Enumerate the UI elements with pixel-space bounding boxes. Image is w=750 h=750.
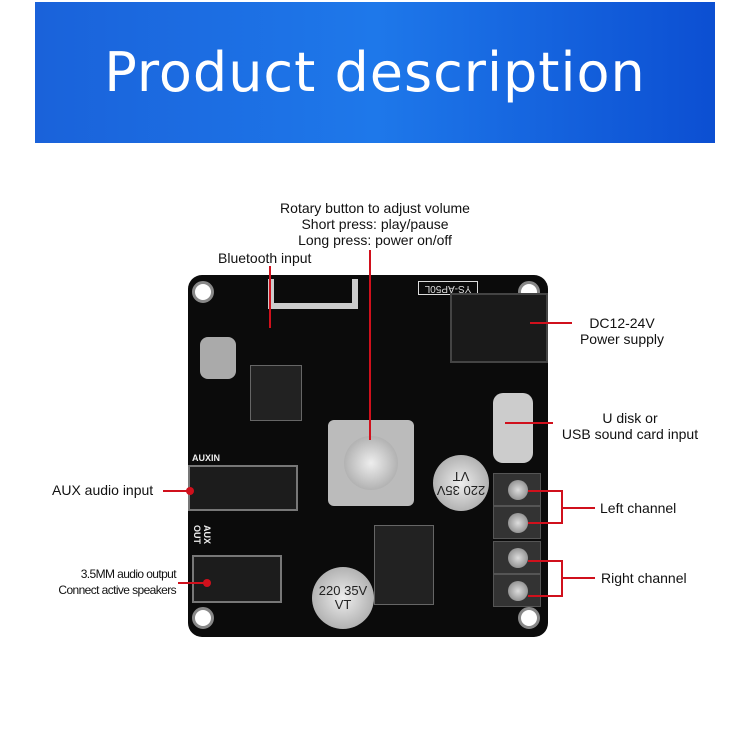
header-banner: Product description [35, 2, 715, 143]
chip [250, 365, 302, 421]
rotary-line: Short press: play/pause [301, 216, 449, 232]
terminal [493, 541, 541, 574]
callout-line [269, 266, 271, 328]
rotary-line: Rotary button to adjust volume [280, 200, 470, 216]
amp-chip [374, 525, 434, 605]
bluetooth-label: Bluetooth input [218, 250, 312, 266]
mount-hole [192, 281, 214, 303]
dc-line: Power supply [579, 331, 665, 347]
aux-out-line: 3.5MM audio output [80, 567, 177, 581]
callout-dot [186, 487, 194, 495]
aux-in-label: AUXIN [192, 453, 221, 463]
amplifier-board: YS-AP50L 220 35V VT 220 35V VT AUXIN AUX… [188, 275, 548, 637]
capacitor: 220 35V VT [433, 455, 489, 511]
mount-hole [518, 607, 540, 629]
page-title: Product description [104, 41, 646, 104]
usb-line: USB sound card input [561, 426, 699, 442]
crystal [200, 337, 236, 379]
capacitor: 220 35V VT [312, 567, 374, 629]
aux-in-jack [188, 465, 298, 511]
usb-line: U disk or [602, 410, 658, 426]
right-channel-label: Right channel [601, 570, 687, 586]
aux-in-label-callout: AUX audio input [52, 482, 154, 498]
callout-line [528, 522, 562, 524]
callout-line [528, 490, 562, 492]
mount-hole [192, 607, 214, 629]
callout-line [505, 422, 553, 424]
dc-line: DC12-24V [589, 315, 655, 331]
callout-line [163, 490, 187, 492]
callout-line [528, 560, 562, 562]
aux-out-label-callout: 3.5MM audio output Connect active speake… [40, 566, 176, 598]
callout-line [561, 507, 595, 509]
bluetooth-antenna [268, 279, 358, 309]
left-channel-label: Left channel [600, 500, 677, 516]
rotary-line: Long press: power on/off [298, 232, 452, 248]
terminal [493, 473, 541, 506]
rotary-label: Rotary button to adjust volume Short pre… [255, 200, 495, 248]
dc-jack [450, 293, 548, 363]
terminal [493, 506, 541, 539]
usb-label: U disk or USB sound card input [555, 410, 705, 442]
callout-line [528, 595, 562, 597]
usb-c-port [493, 393, 533, 463]
callout-line [369, 250, 371, 440]
rotary-encoder [328, 420, 414, 506]
dc-label: DC12-24V Power supply [572, 315, 672, 347]
callout-line [530, 322, 572, 324]
terminal [493, 574, 541, 607]
callout-dot [203, 579, 211, 587]
aux-out-line: Connect active speakers [58, 583, 176, 597]
aux-out-label: AUX OUT [192, 525, 212, 545]
callout-line [178, 582, 204, 584]
callout-line [561, 577, 595, 579]
